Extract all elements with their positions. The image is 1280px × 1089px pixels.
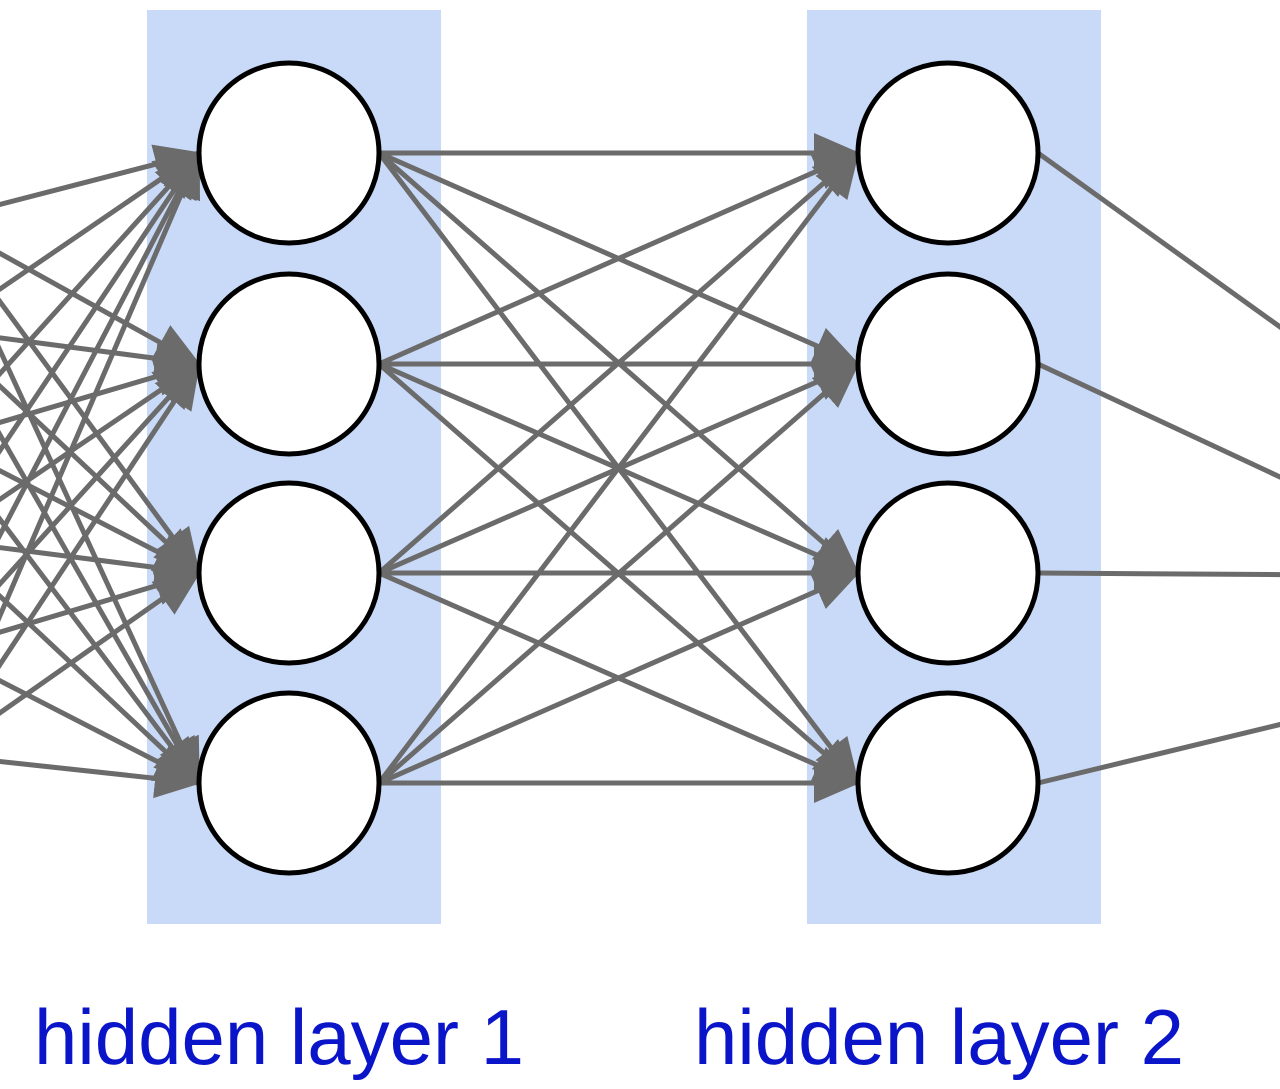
edge-h1-4-to-h2-3 (377, 570, 860, 786)
layer-label-hidden-1: hidden layer 1 (34, 993, 525, 1081)
edge-h1-2-to-h2-1 (377, 150, 860, 367)
edge-h2-2-to-output (1036, 361, 1280, 480)
neuron-h1-1 (196, 60, 382, 246)
edge-input-5-to-h1-2 (0, 362, 201, 588)
edge-h2-3-to-output (1037, 570, 1280, 578)
neuron-h2-3 (855, 480, 1041, 666)
neuron-h2-4 (855, 690, 1041, 876)
edge-h2-4-to-output (1037, 721, 1280, 786)
connections (0, 133, 1280, 803)
edge-input-5-to-h1-1 (0, 151, 202, 541)
layer-label-hidden-2: hidden layer 2 (694, 993, 1185, 1081)
edge-input-6-to-h1-4 (0, 758, 201, 799)
neuron-h1-3 (196, 480, 382, 666)
edge-h1-4-to-h2-2 (377, 362, 860, 785)
edge-input-6-to-h1-3 (0, 570, 201, 716)
neuron-h1-4 (196, 690, 382, 876)
neurons (196, 60, 1041, 876)
neuron-h2-1 (855, 60, 1041, 246)
edge-h2-1-to-output (1036, 150, 1280, 330)
edge-h1-3-to-h2-1 (377, 151, 860, 575)
neuron-h1-2 (196, 271, 382, 457)
edge-input-4-to-h1-1 (0, 151, 202, 455)
edge-input-3-to-h1-1 (0, 151, 201, 378)
edge-input-1-to-h1-4 (0, 344, 202, 785)
edge-h1-4-to-h2-1 (377, 151, 860, 785)
edge-input-6-to-h1-2 (0, 362, 202, 669)
edge-input-6-to-h1-1 (0, 151, 202, 622)
neuron-h2-2 (855, 271, 1041, 457)
